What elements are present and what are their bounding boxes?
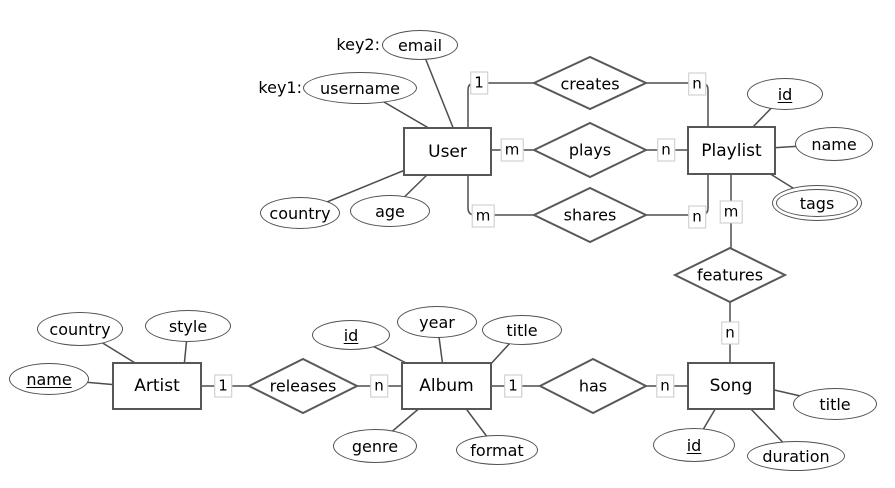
attribute-album-genre-label: genre xyxy=(351,436,399,456)
attribute-album-title: title xyxy=(482,315,562,345)
cardinality-releases-right: n xyxy=(370,374,388,398)
relationship-features-diamond xyxy=(672,246,788,304)
entity-user-label: User xyxy=(428,141,467,162)
entity-playlist-label: Playlist xyxy=(701,140,762,161)
attribute-user-age: age xyxy=(350,195,430,227)
relationship-has-diamond xyxy=(537,357,649,415)
relationship-plays-label: plays xyxy=(568,140,612,160)
attribute-album-id-label: id xyxy=(343,325,359,345)
entity-song-label: Song xyxy=(709,376,753,396)
relationship-plays-diamond xyxy=(531,121,649,179)
attribute-artist-country: country xyxy=(37,312,123,346)
key2-prefix-label: key2: xyxy=(336,35,380,54)
relationship-features-label: features xyxy=(696,265,764,285)
attribute-playlist-id: id xyxy=(747,78,823,110)
attribute-album-title-label: title xyxy=(506,320,538,340)
attribute-song-title-label: title xyxy=(819,394,851,414)
cardinality-creates-left: 1 xyxy=(470,71,488,95)
entity-artist-label: Artist xyxy=(134,376,180,396)
cardinality-features-bottom: n xyxy=(721,321,739,345)
attribute-artist-name-label: name xyxy=(26,369,72,389)
relationship-creates-label: creates xyxy=(560,74,620,94)
attribute-playlist-tags: tags xyxy=(772,185,862,221)
attribute-user-email-label: email xyxy=(397,35,443,55)
cardinality-releases-left: 1 xyxy=(214,374,232,398)
attribute-user-age-label: age xyxy=(375,201,405,221)
entity-album-label: Album xyxy=(419,376,474,396)
attribute-album-format: format xyxy=(456,435,538,465)
attribute-song-duration: duration xyxy=(747,441,845,471)
entity-album: Album xyxy=(401,362,492,410)
attribute-album-year: year xyxy=(397,306,477,338)
entity-user: User xyxy=(403,127,492,176)
relationship-shares-diamond xyxy=(531,186,649,244)
entity-song: Song xyxy=(687,362,775,410)
attribute-playlist-tags-label: tags xyxy=(799,193,835,213)
attribute-song-id: id xyxy=(653,428,735,462)
attribute-user-username: username xyxy=(303,72,417,104)
attribute-album-id: id xyxy=(312,320,390,350)
relationship-shares-label: shares xyxy=(563,205,617,225)
relationship-releases-diamond xyxy=(246,357,360,415)
attribute-album-format-label: format xyxy=(470,440,524,460)
relationship-releases-label: releases xyxy=(269,376,337,396)
cardinality-shares-right: n xyxy=(688,205,706,229)
attribute-album-genre: genre xyxy=(333,429,417,463)
cardinality-plays-left: m xyxy=(500,138,524,162)
attribute-artist-style: style xyxy=(145,310,231,342)
entity-artist: Artist xyxy=(112,362,202,410)
attribute-artist-country-label: country xyxy=(49,319,111,339)
attribute-song-id-label: id xyxy=(686,435,702,455)
attribute-user-country: country xyxy=(260,197,340,229)
attribute-artist-style-label: style xyxy=(168,316,208,336)
attribute-song-title: title xyxy=(793,388,877,420)
attribute-song-duration-label: duration xyxy=(762,446,830,466)
attribute-user-country-label: country xyxy=(269,203,331,223)
cardinality-features-top: m xyxy=(719,200,743,224)
attribute-user-username-label: username xyxy=(320,78,400,98)
attribute-user-email: email xyxy=(382,30,458,60)
attribute-playlist-id-label: id xyxy=(777,84,793,104)
attribute-playlist-name: name xyxy=(795,127,873,161)
relationship-creates-diamond xyxy=(531,55,649,111)
cardinality-shares-left: m xyxy=(471,204,495,228)
cardinality-has-right: n xyxy=(656,374,674,398)
relationship-diamonds xyxy=(246,55,788,415)
cardinality-creates-right: n xyxy=(688,72,706,96)
attribute-artist-name: name xyxy=(9,363,89,395)
key1-prefix-label: key1: xyxy=(258,78,302,97)
attribute-playlist-name-label: name xyxy=(811,134,857,154)
cardinality-plays-right: n xyxy=(657,138,675,162)
attribute-album-year-label: year xyxy=(419,312,455,332)
entity-playlist: Playlist xyxy=(687,126,776,175)
relationship-has-label: has xyxy=(578,376,608,396)
cardinality-has-left: 1 xyxy=(504,374,522,398)
